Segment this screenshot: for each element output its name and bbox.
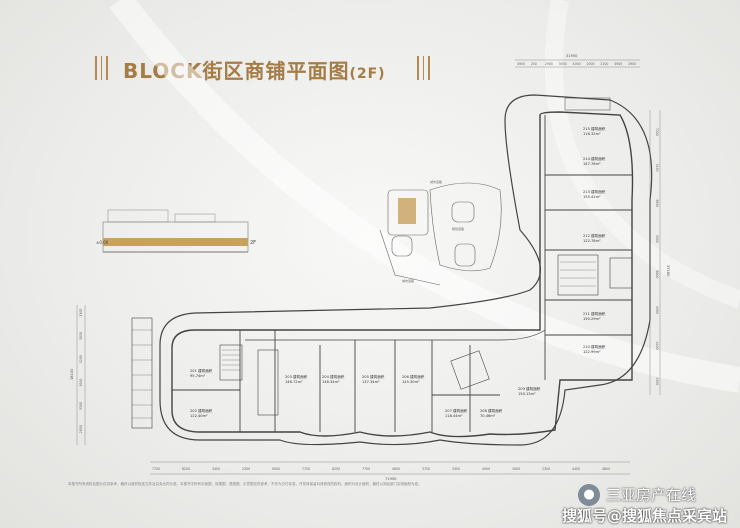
dim-top-seg-4: 4000 [573, 62, 581, 66]
unit-area-209: 150.13m² [518, 392, 536, 396]
unit-label-203: 203 建筑面积 [285, 374, 308, 379]
dim-top-seg-7: 4900 [614, 62, 622, 66]
unit-area-206: 145.30m² [402, 380, 420, 384]
dim-left-seg-0: 3300 [79, 309, 83, 317]
dim-top-seg-0: 4900 [517, 62, 525, 66]
dimension-segment-labels: 4900 250 2900 3000 4000 2000 2100 4900 2900 7700 8… [79, 62, 659, 471]
elevation-ground-label: ±0.00 [96, 240, 109, 245]
dim-right-seg-2: 3850 [655, 199, 659, 207]
dim-bottom-seg-10: 3300 [452, 467, 460, 471]
unit-area-210: 122.99m² [583, 350, 601, 354]
unit-label-215: 215 建筑面积 [583, 126, 606, 131]
dim-bottom-seg-11: 4900 [482, 467, 490, 471]
dim-left-seg-4: 3300 [79, 402, 83, 410]
dim-top-seg-2: 2900 [545, 62, 553, 66]
site-road-label-3: 城市道路 [402, 278, 414, 283]
site-key-plan: 城市道路 规划道路 城市道路 [379, 179, 502, 286]
legal-footnote: 本楼书所有资料及图片仅供参考，最终以政府批准文件及买卖合同为准。本楼书中所有平面… [68, 482, 422, 486]
unit-area-213: 155.41m² [583, 195, 601, 199]
dim-right-seg-7: 3300 [655, 377, 659, 385]
watermark-platform: 搜狐号@搜狐焦点采宾站 [562, 507, 728, 525]
wechat-icon: ● [578, 484, 600, 506]
unit-label-206: 206 建筑面积 [402, 374, 425, 379]
dim-left-seg-2: 3200 [79, 355, 83, 363]
unit-area-202: 122.40m² [190, 414, 208, 418]
dim-bottom-seg-6: 6250 [332, 467, 340, 471]
title-right-ornament [417, 56, 434, 84]
unit-label-210: 210 建筑面积 [583, 344, 606, 349]
unit-label-213: 213 建筑面积 [583, 189, 606, 194]
unit-area-204: 148.34m² [322, 380, 340, 384]
unit-label-211: 211 建筑面积 [583, 311, 606, 316]
title-left-ornament [95, 56, 112, 84]
dim-right-seg-3: 3900 [655, 235, 659, 243]
unit-label-207: 207 建筑面积 [445, 408, 468, 413]
site-road-label-1: 城市道路 [430, 179, 442, 184]
dim-bottom-seg-13: 2300 [542, 467, 550, 471]
unit-label-202: 202 建筑面积 [190, 408, 213, 413]
dim-top-seg-1: 250 [531, 62, 537, 66]
dimension-lines [76, 59, 661, 475]
unit-label-204: 204 建筑面积 [322, 374, 345, 379]
dim-left-total: 18100 [70, 368, 74, 380]
dim-bottom-seg-12: 3000 [512, 467, 520, 471]
dim-left-seg-5: 2850 [79, 425, 83, 433]
dim-bottom-seg-14: 4450 [572, 467, 580, 471]
dim-right-seg-0: 7200 [655, 128, 659, 136]
unit-area-214: 147.76m² [583, 162, 601, 166]
dim-right-seg-4: 6800 [655, 270, 659, 278]
dimension-labels: 31950 71950 37180 18100 [70, 54, 670, 481]
dim-bottom-total: 71950 [385, 477, 397, 481]
dim-top-seg-8: 2900 [628, 62, 636, 66]
unit-area-208: 70.46m² [480, 414, 496, 418]
building-elevation-section: 2F ±0.00 [96, 209, 256, 253]
dim-bottom-seg-1: 8200 [182, 467, 190, 471]
dim-right-total: 37180 [666, 265, 670, 277]
dim-top-seg-6: 2100 [600, 62, 608, 66]
dim-bottom-seg-3: 2300 [242, 467, 250, 471]
watermark-account: 三亚房产在线 [606, 486, 697, 504]
dim-bottom-seg-7: 7700 [362, 467, 370, 471]
dim-right-seg-5: 4300 [655, 306, 659, 314]
dim-bottom-seg-9: 3750 [422, 467, 430, 471]
dim-top-seg-3: 3000 [559, 62, 567, 66]
dim-top-total: 31950 [566, 54, 578, 58]
unit-label-201: 201 建筑面积 [190, 368, 213, 373]
site-plan-highlight-block [398, 198, 416, 224]
unit-label-205: 205 建筑面积 [362, 374, 385, 379]
dim-left-seg-1: 3050 [79, 332, 83, 340]
unit-label-214: 214 建筑面积 [583, 156, 606, 161]
unit-area-201: 95.74m² [190, 374, 206, 378]
unit-area-205: 137.34m² [362, 380, 380, 384]
unit-label-209: 209 建筑面积 [518, 386, 541, 391]
unit-area-215: 116.32m² [583, 132, 601, 136]
unit-area-203: 146.72m² [285, 380, 303, 384]
dim-bottom-seg-15: 4800 [602, 467, 610, 471]
elevation-2f-highlight [103, 238, 248, 246]
unit-area-207: 118.44m² [445, 414, 463, 418]
dim-left-seg-3: 3000 [79, 379, 83, 387]
dim-right-seg-1: 3150 [655, 163, 659, 171]
dim-bottom-seg-0: 7700 [152, 467, 160, 471]
dim-bottom-seg-8: 4600 [392, 467, 400, 471]
dim-right-seg-6: 4200 [655, 342, 659, 350]
page-title-suffix: (2F) [349, 66, 386, 82]
site-road-label-2: 规划道路 [452, 226, 464, 231]
unit-label-212: 212 建筑面积 [583, 233, 606, 238]
dim-bottom-seg-4: 9000 [272, 467, 280, 471]
unit-label-208: 208 建筑面积 [480, 408, 503, 413]
dim-top-seg-5: 2000 [586, 62, 594, 66]
dim-bottom-seg-5: 7750 [302, 467, 310, 471]
dim-bottom-seg-2: 3400 [212, 467, 220, 471]
unit-area-211: 150.29m² [583, 317, 601, 321]
elevation-level-label: 2F [250, 240, 256, 246]
unit-area-212: 122.78m² [583, 239, 601, 243]
